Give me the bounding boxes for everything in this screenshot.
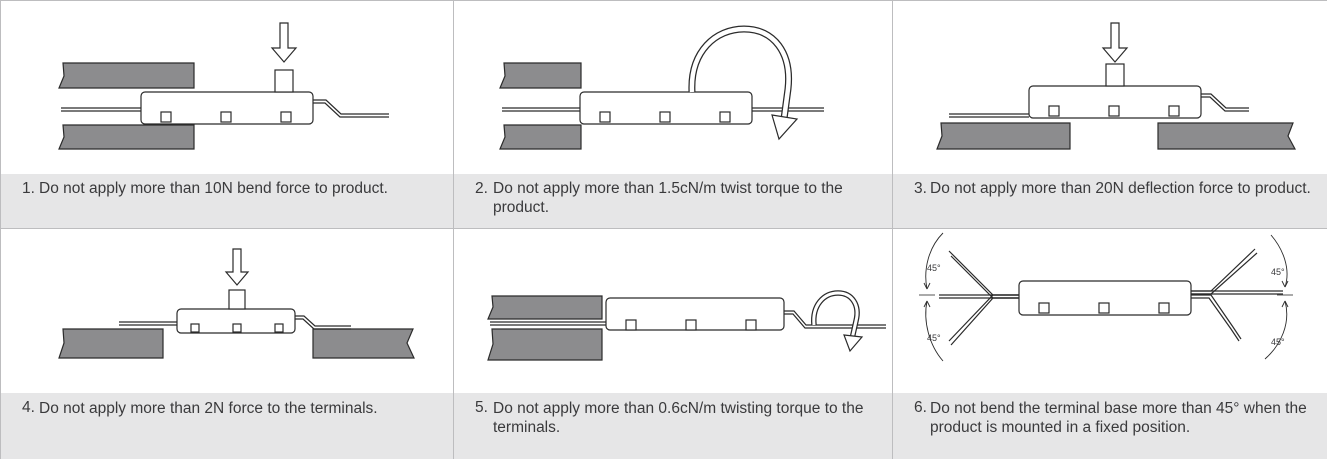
panel-1: 1. Do not apply more than 10N bend force…: [1, 1, 453, 228]
panel-3: 3. Do not apply more than 20N deflection…: [893, 1, 1327, 228]
panel-6-number: 6.: [914, 399, 927, 416]
panel-3-caption: 3. Do not apply more than 20N deflection…: [893, 174, 1327, 228]
panel-6-text: Do not bend the terminal base more than …: [930, 400, 1307, 436]
grid-line-middle: [0, 228, 1327, 229]
panel-1-caption: 1. Do not apply more than 10N bend force…: [1, 174, 453, 228]
panel-2-caption: 2. Do not apply more than 1.5cN/m twist …: [454, 174, 892, 228]
angle-label-left-bottom: 45°: [927, 333, 941, 343]
panel-1-number: 1.: [22, 180, 35, 197]
panel-4-caption: 4. Do not apply more than 2N force to th…: [1, 393, 453, 459]
panel-5-text: Do not apply more than 0.6cN/m twisting …: [493, 400, 864, 436]
panel-4-text: Do not apply more than 2N force to the t…: [39, 400, 378, 417]
terminal-bend-angle-diagram: [919, 232, 1293, 362]
panel-1-text: Do not apply more than 10N bend force to…: [39, 180, 388, 197]
panel-4: 4. Do not apply more than 2N force to th…: [1, 229, 453, 459]
panel-2-text: Do not apply more than 1.5cN/m twist tor…: [493, 180, 843, 216]
grid-line-left: [0, 0, 1, 459]
panel-3-text: Do not apply more than 20N deflection fo…: [930, 180, 1311, 197]
panel-5-caption: 5. Do not apply more than 0.6cN/m twisti…: [454, 393, 892, 459]
grid-line-col2: [892, 0, 893, 459]
angle-label-right-top: 45°: [1271, 267, 1285, 277]
terminal-force-diagram: [58, 248, 415, 359]
grid-line-top: [0, 0, 1327, 1]
panel-4-number: 4.: [22, 399, 35, 416]
angle-label-left-top: 45°: [927, 263, 941, 273]
panel-3-number: 3.: [914, 180, 927, 197]
grid-line-col1: [453, 0, 454, 459]
panel-5-number: 5.: [475, 399, 488, 416]
panel-2-number: 2.: [475, 180, 488, 197]
terminal-twist-diagram: [487, 290, 886, 361]
deflection-force-diagram: [936, 22, 1297, 150]
panel-6: 45° 45° 45° 45° 6. Do not bend the termi…: [893, 229, 1327, 459]
panel-5: 5. Do not apply more than 0.6cN/m twisti…: [454, 229, 892, 459]
angle-label-right-bottom: 45°: [1271, 337, 1285, 347]
bend-force-diagram: [58, 22, 389, 150]
panel-2: 2. Do not apply more than 1.5cN/m twist …: [454, 1, 892, 228]
panel-6-caption: 6. Do not bend the terminal base more th…: [893, 393, 1327, 459]
twist-torque-diagram: [499, 25, 824, 150]
